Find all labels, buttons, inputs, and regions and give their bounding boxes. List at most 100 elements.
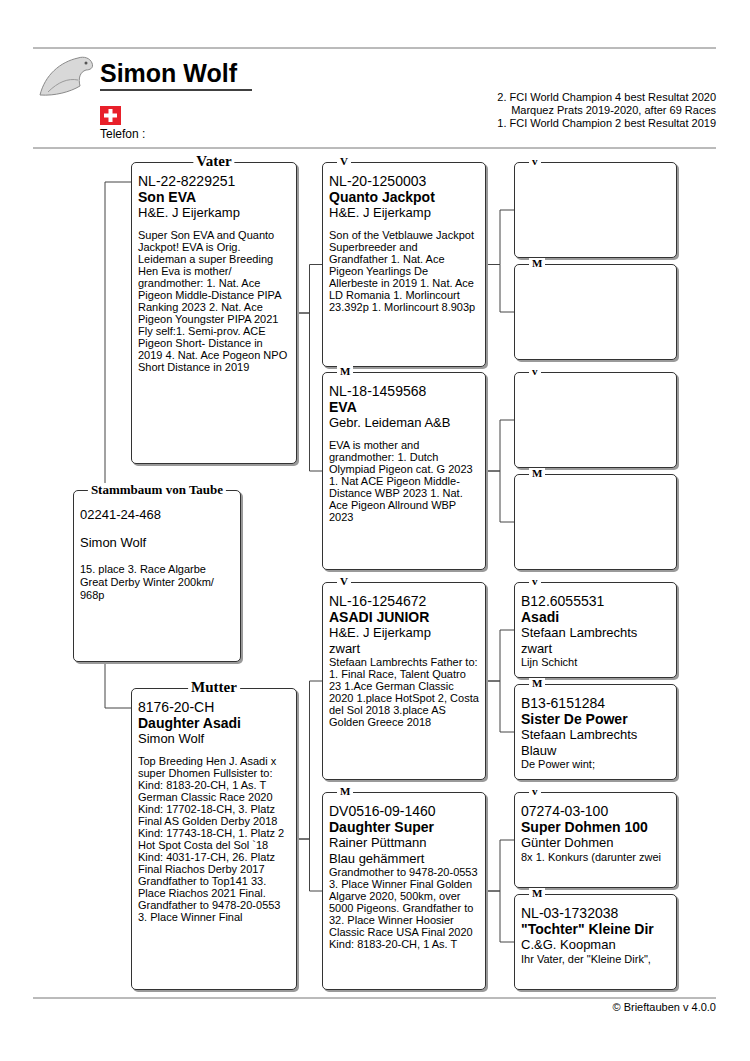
ring-number: DV0516-09-1460: [329, 803, 479, 819]
pigeon-info: 15. place 3. Race Algarbe Great Derby Wi…: [80, 563, 234, 602]
pigeon-info: 8x 1. Konkurs (darunter zwei: [521, 851, 670, 863]
pigeon-info: Günter Dohmen: [521, 835, 670, 851]
header-rule: [33, 148, 716, 149]
pigeon-name: Simon Wolf: [80, 535, 234, 551]
connector-line: [105, 182, 131, 490]
generation-heading: M: [529, 258, 545, 269]
pigeon-info: Simon Wolf: [138, 731, 290, 747]
grandparent-box: VNL-16-1254672ASADI JUNIORH&E. J Eijerka…: [322, 582, 486, 780]
pedigree-connector: [486, 265, 514, 313]
achievement-note: 1. FCI World Champion 2 best Resultat 20…: [497, 117, 716, 129]
connector-line: [297, 313, 322, 471]
achievement-note: Marquez Prats 2019-2020, after 69 Races: [511, 104, 716, 116]
pigeon-name: "Tochter" Kleine Dir: [521, 921, 670, 937]
connector-line: [486, 891, 514, 942]
pigeon-info: zwart: [329, 641, 479, 656]
generation-heading: v: [529, 156, 541, 167]
pedigree-connector: [105, 182, 131, 490]
ancestor-box: v07274-03-100Super Dohmen 100Günter Dohm…: [514, 792, 677, 888]
pigeon-info: De Power wint;: [521, 758, 670, 770]
connector-line: [486, 210, 514, 265]
connector-line: [486, 471, 514, 522]
pigeon-info: Son of the Vetblauwe Jackpot Superbreede…: [329, 229, 479, 313]
generation-heading: V: [337, 156, 351, 167]
ring-number: B12.6055531: [521, 593, 670, 609]
pigeon-info: zwart: [521, 641, 670, 656]
connector-line: [297, 265, 322, 314]
pedigree-connector: [486, 891, 514, 942]
pigeon-name: Son EVA: [138, 189, 290, 205]
parent-box: Mutter8176-20-CHDaughter AsadiSimon Wolf…: [131, 688, 297, 990]
phone-label: Telefon :: [100, 127, 145, 141]
generation-heading: M: [529, 888, 545, 899]
pigeon-name: Daughter Asadi: [138, 715, 290, 731]
pigeon-name: Daughter Super: [329, 819, 479, 835]
pigeon-info: Rainer Püttmann: [329, 835, 479, 851]
pigeon-info: Grandmother to 9478-20-0553 3. Place Win…: [329, 866, 479, 950]
pigeon-info: Top Breeding Hen J. Asadi x super Dhomen…: [138, 755, 290, 923]
pigeon-name: Super Dohmen 100: [521, 819, 670, 835]
pedigree-connector: [486, 471, 514, 522]
connector-line: [486, 265, 514, 313]
pigeon-info: H&E. J Eijerkamp: [329, 625, 479, 641]
header-rule: [33, 48, 716, 49]
pedigree-connector: [486, 210, 514, 265]
connector-line: [486, 630, 514, 681]
ancestor-box: M: [514, 474, 677, 570]
pedigree-connector: [297, 839, 322, 891]
connector-line: [297, 681, 322, 839]
generation-heading: M: [337, 786, 353, 797]
connector-line: [105, 662, 131, 708]
ring-number: NL-03-1732038: [521, 905, 670, 921]
pigeon-info: Gebr. Leideman A&B: [329, 415, 479, 431]
pedigree-connector: [486, 681, 514, 732]
ring-number: B13-6151284: [521, 695, 670, 711]
pigeon-name: Asadi: [521, 609, 670, 625]
pigeon-info: EVA is mother and grandmother: 1. Dutch …: [329, 439, 479, 523]
pigeon-info: Stefaan Lambrechts Father to: 1. Final R…: [329, 656, 479, 728]
pigeon-icon: [40, 57, 93, 95]
parent-box: VaterNL-22-8229251Son EVAH&E. J Eijerkam…: [131, 162, 297, 464]
generation-heading: M: [529, 468, 545, 479]
generation-heading: Stammbaum von Taube: [88, 483, 226, 496]
ring-number: NL-18-1459568: [329, 383, 479, 399]
title-underline: [100, 89, 252, 91]
ring-number: 02241-24-468: [80, 507, 234, 523]
pigeon-name: Quanto Jackpot: [329, 189, 479, 205]
connector-line: [297, 839, 322, 891]
ring-number: NL-20-1250003: [329, 173, 479, 189]
pedigree-connector: [297, 681, 322, 839]
copyright-note: © Brieftauben v 4.0.0: [612, 1001, 716, 1013]
ancestor-box: v: [514, 162, 677, 258]
generation-heading: Mutter: [188, 680, 240, 695]
connector-line: [486, 420, 514, 471]
pigeon-info: Blau gehämmert: [329, 851, 479, 866]
pedigree-connector: [486, 630, 514, 681]
pigeon-name: EVA: [329, 399, 479, 415]
ring-number: 8176-20-CH: [138, 699, 290, 715]
pigeon-info: Ihr Vater, der "Kleine Dirk",: [521, 953, 670, 965]
generation-heading: M: [529, 678, 545, 689]
pigeon-name: Sister De Power: [521, 711, 670, 727]
generation-heading: v: [529, 366, 541, 377]
ring-number: NL-22-8229251: [138, 173, 290, 189]
pigeon-info: H&E. J Eijerkamp: [329, 205, 479, 221]
achievement-note: 2. FCI World Champion 4 best Resultat 20…: [497, 91, 716, 103]
pigeon-info: Stefaan Lambrechts: [521, 625, 670, 641]
pigeon-info: Stefaan Lambrechts: [521, 727, 670, 743]
page-title: Simon Wolf: [100, 58, 237, 88]
swiss-flag: [100, 106, 121, 125]
pigeon-box: Stammbaum von Taube02241-24-468Simon Wol…: [73, 490, 241, 662]
pedigree-connector: [297, 265, 322, 314]
pedigree-connector: [486, 840, 514, 891]
generation-heading: Vater: [193, 154, 234, 169]
footer-rule: [33, 998, 716, 999]
ancestor-box: vB12.6055531AsadiStefaan Lambrechtszwart…: [514, 582, 677, 678]
grandparent-box: MDV0516-09-1460Daughter SuperRainer Pütt…: [322, 792, 486, 990]
ancestor-box: MB13-6151284Sister De PowerStefaan Lambr…: [514, 684, 677, 780]
ring-number: 07274-03-100: [521, 803, 670, 819]
pigeon-info: Blauw: [521, 743, 670, 758]
pigeon-info: Super Son EVA and Quanto Jackpot! EVA is…: [138, 229, 290, 373]
generation-heading: V: [337, 576, 351, 587]
ancestor-box: M: [514, 264, 677, 360]
